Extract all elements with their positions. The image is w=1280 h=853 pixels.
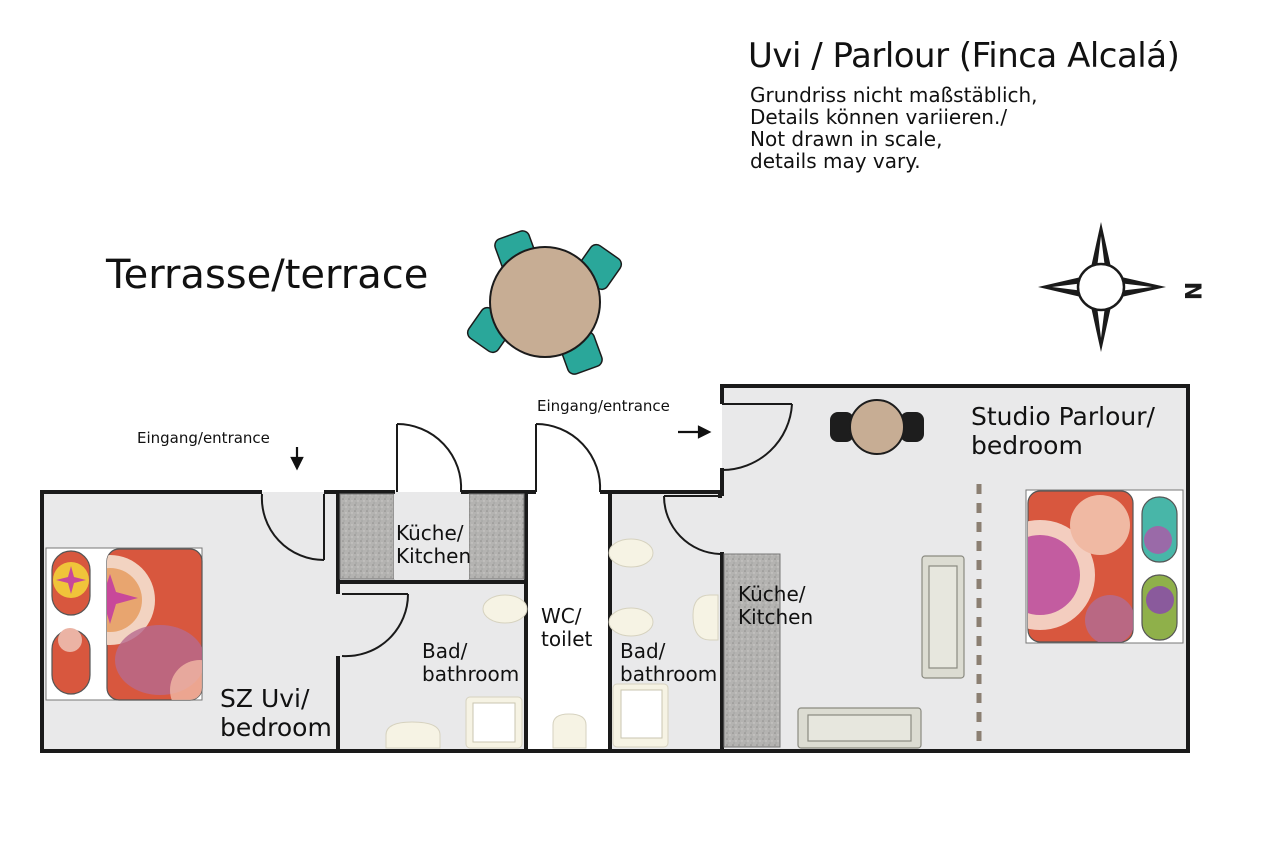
studio-sofas: [797, 555, 965, 749]
note-line-2: Details können variieren./: [750, 105, 1008, 129]
note-line-3: Not drawn in scale,: [750, 127, 943, 151]
studio-dining-table: [830, 399, 924, 455]
compass-icon: N: [1038, 222, 1204, 352]
compass-north-letter: N: [1179, 282, 1204, 300]
terrace-label: Terrasse/terrace: [106, 252, 429, 298]
room-label-bath-left: Bad/ bathroom: [422, 639, 520, 686]
entrance-label-center: Eingang/entrance: [537, 397, 670, 415]
room-label-wc: WC/ toilet: [541, 604, 593, 651]
page-title: Uvi / Parlour (Finca Alcalá): [748, 36, 1180, 76]
entrance-label-left: Eingang/entrance: [137, 429, 270, 447]
kitchen-counters: [339, 493, 781, 748]
bathroom-fixtures: [385, 538, 719, 749]
bed-sz-uvi: [45, 547, 203, 701]
room-label-studio: Studio Parlour/ bedroom: [971, 402, 1155, 460]
bed-studio: [1025, 489, 1184, 644]
entrance-arrows: [290, 425, 712, 471]
room-label-kitchen-small: Küche/ Kitchen: [396, 521, 472, 568]
walls: [40, 384, 1190, 753]
note-line-1: Grundriss nicht maßstäblich,: [750, 83, 1038, 107]
room-label-sz-uvi: SZ Uvi/ bedroom: [220, 684, 332, 742]
note-line-4: details may vary.: [750, 149, 921, 173]
doors: [260, 403, 793, 658]
room-label-bath-right: Bad/ bathroom: [620, 639, 718, 686]
room-label-kitchen-studio: Küche/ Kitchen: [738, 582, 814, 629]
terrace-table: [466, 230, 623, 375]
